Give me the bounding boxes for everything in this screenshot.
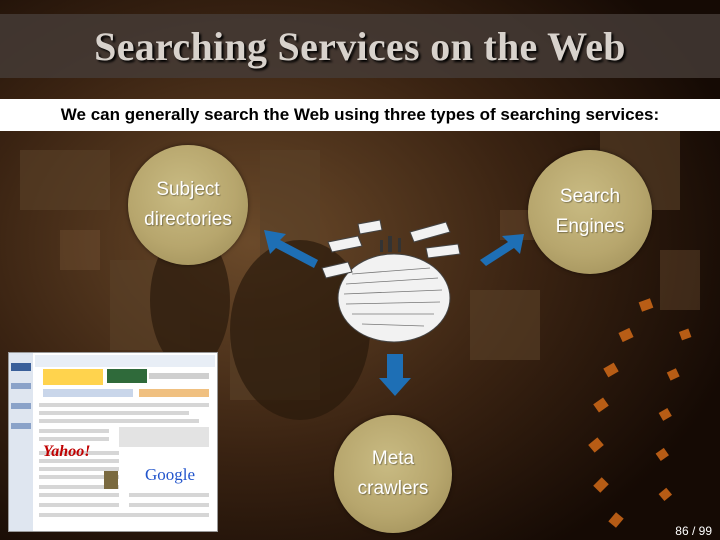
node-label-line: Subject [156, 179, 220, 200]
arrow-to-search-engines [480, 234, 524, 266]
slide-subtitle: We can generally search the Web using th… [0, 99, 720, 131]
slide-title: Searching Services on the Web [94, 23, 626, 69]
portal-collage-image [9, 353, 217, 531]
google-logo: Google [145, 465, 196, 484]
search-portal-screenshot: Yahoo! Google [8, 352, 218, 532]
page-number: 86 / 99 [675, 524, 712, 538]
arrow-to-meta-crawlers [379, 354, 411, 396]
node-label-line: Meta [371, 448, 415, 469]
arrow-to-subject-directories [264, 230, 318, 268]
search-engines-node: Search Engines [528, 150, 652, 274]
subject-directories-node: Subject directories [128, 145, 248, 265]
meta-crawlers-node: Meta crawlers [334, 415, 452, 533]
document-pile-icon [321, 219, 461, 343]
node-label-line: directories [144, 209, 232, 230]
node-label-line: Search [559, 186, 621, 207]
title-bar: Searching Services on the Web [0, 14, 720, 78]
node-label-line: Engines [555, 216, 625, 237]
node-label-line: crawlers [357, 478, 429, 499]
yahoo-logo: Yahoo! [43, 443, 91, 460]
